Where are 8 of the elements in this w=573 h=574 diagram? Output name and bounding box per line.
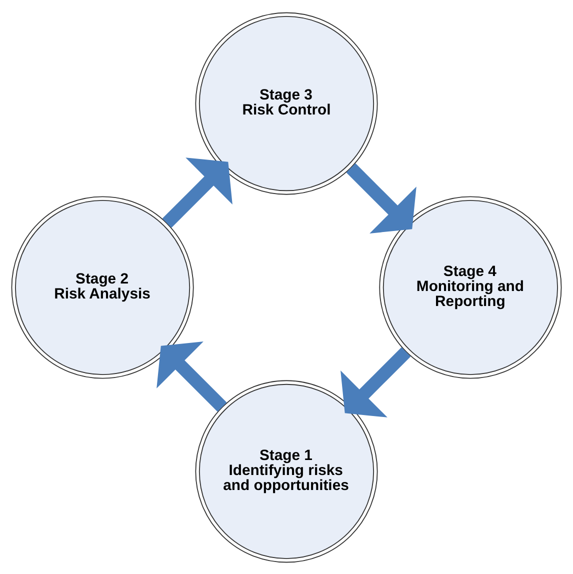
node-circle: Stage 3 Risk Control [195, 12, 378, 194]
arrow [162, 157, 232, 228]
node-circle: Stage 4 Monitoring and Reporting [379, 196, 562, 378]
arrow [346, 162, 416, 233]
node-circle: Stage 1 Identifying risks and opportunities [195, 380, 378, 562]
arrow [156, 341, 227, 412]
arrow [340, 346, 411, 417]
node-circle: Stage 2 Risk Analysis [11, 196, 194, 378]
